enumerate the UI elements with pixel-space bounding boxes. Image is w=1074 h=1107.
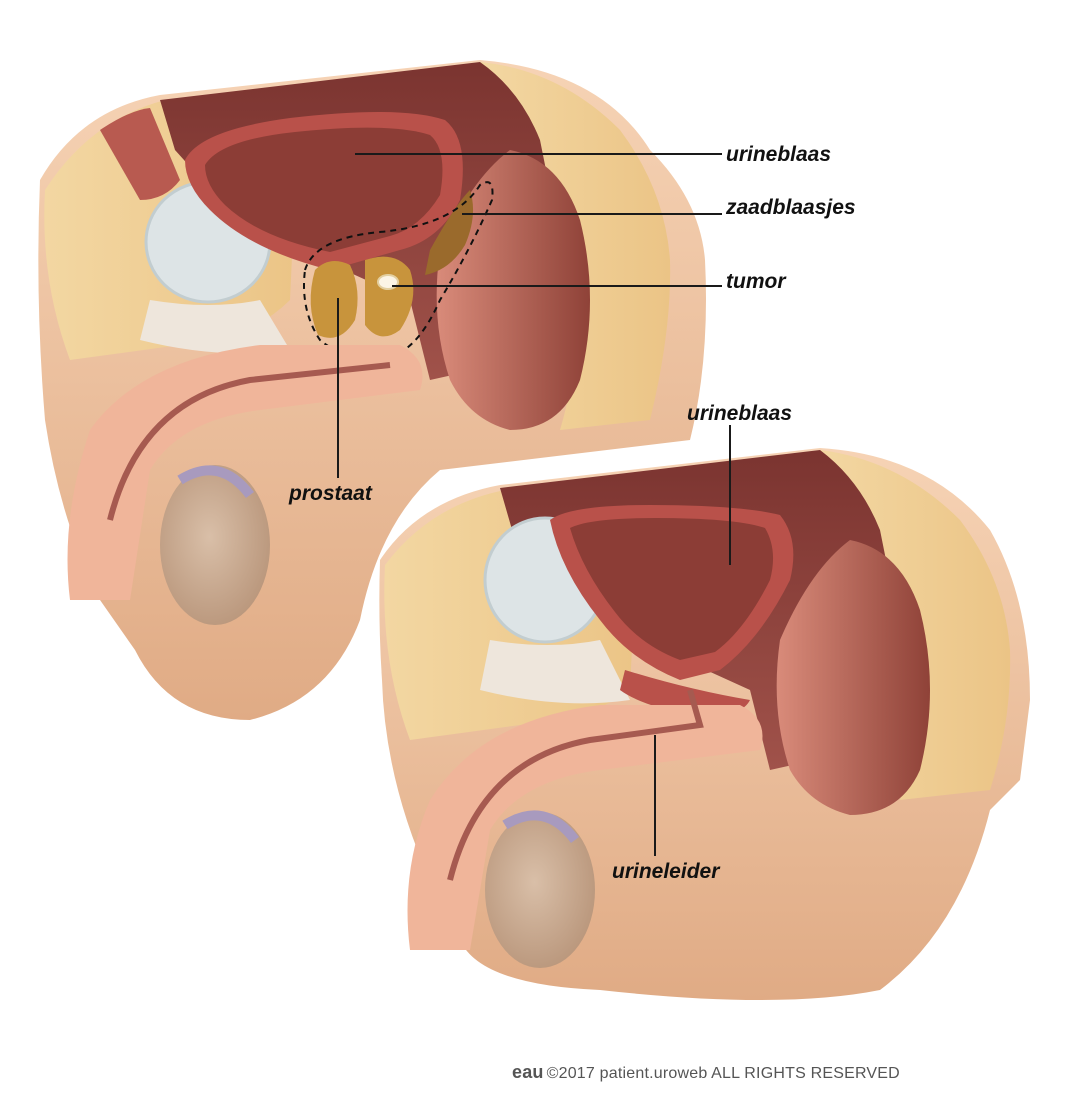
eau-logo: eau — [512, 1062, 544, 1082]
seminal-vesicles — [425, 190, 474, 275]
rectum-bottom — [776, 540, 930, 815]
penis — [67, 345, 423, 600]
copyright-footer: eau©2017 patient.uroweb ALL RIGHTS RESER… — [512, 1062, 900, 1083]
anatomy-before-surgery — [38, 60, 707, 720]
label-prostate: prostaat — [288, 482, 373, 505]
label-urethra: urineleider — [612, 860, 721, 883]
testis-bottom — [485, 812, 595, 968]
testis-top — [160, 465, 270, 625]
label-seminal-vesicles: zaadblaasjes — [725, 196, 856, 219]
copyright-text: ©2017 patient.uroweb ALL RIGHTS RESERVED — [546, 1065, 900, 1082]
penis-bottom — [407, 705, 763, 950]
rectum — [436, 150, 590, 430]
label-tumor: tumor — [726, 270, 787, 293]
label-bottom-bladder: urineblaas — [687, 402, 792, 425]
anatomy-after-surgery — [379, 448, 1030, 1000]
prostate — [310, 261, 358, 338]
label-top-bladder: urineblaas — [726, 143, 831, 166]
